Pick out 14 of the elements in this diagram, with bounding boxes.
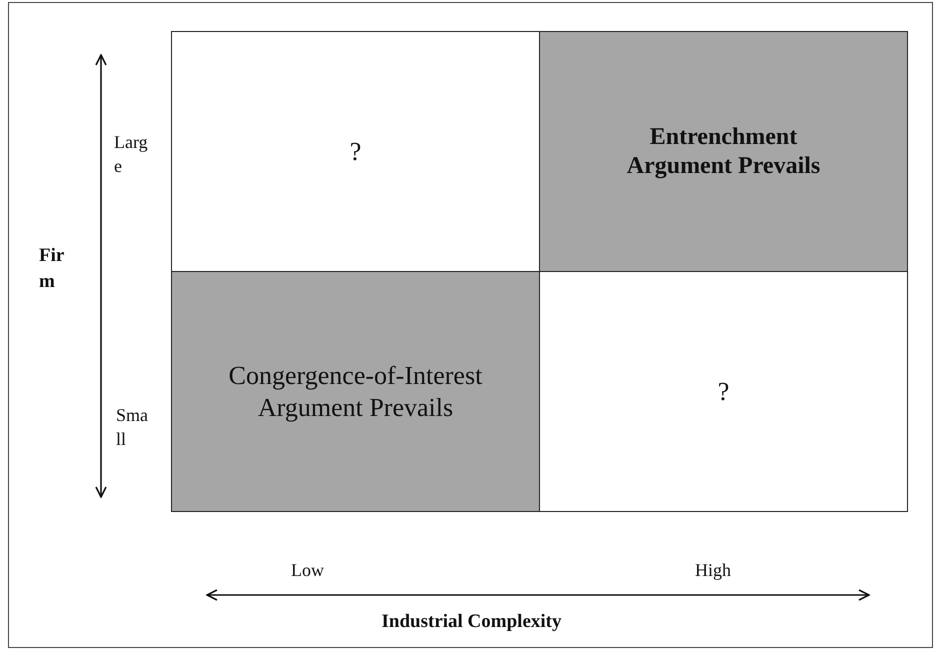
quadrant-text: Entrenchment Argument Prevails	[626, 122, 822, 180]
axis-label: High	[695, 559, 731, 582]
axis-label: Large	[114, 131, 149, 178]
quadrant-text: Congergence-of-Interest Argument Prevails	[228, 360, 484, 423]
axis-label: Industrial Complexity	[380, 610, 562, 634]
shaded-quadrant	[171, 271, 540, 512]
quadrant-text: ?	[718, 376, 730, 408]
axis-label: Low	[291, 559, 324, 582]
quadrant	[539, 271, 908, 512]
axis-label: Small	[116, 404, 149, 452]
quadrant	[171, 31, 540, 272]
axis-label: Firm	[39, 244, 66, 294]
quadrant-text: ?	[350, 136, 362, 168]
shaded-quadrant	[539, 31, 908, 272]
